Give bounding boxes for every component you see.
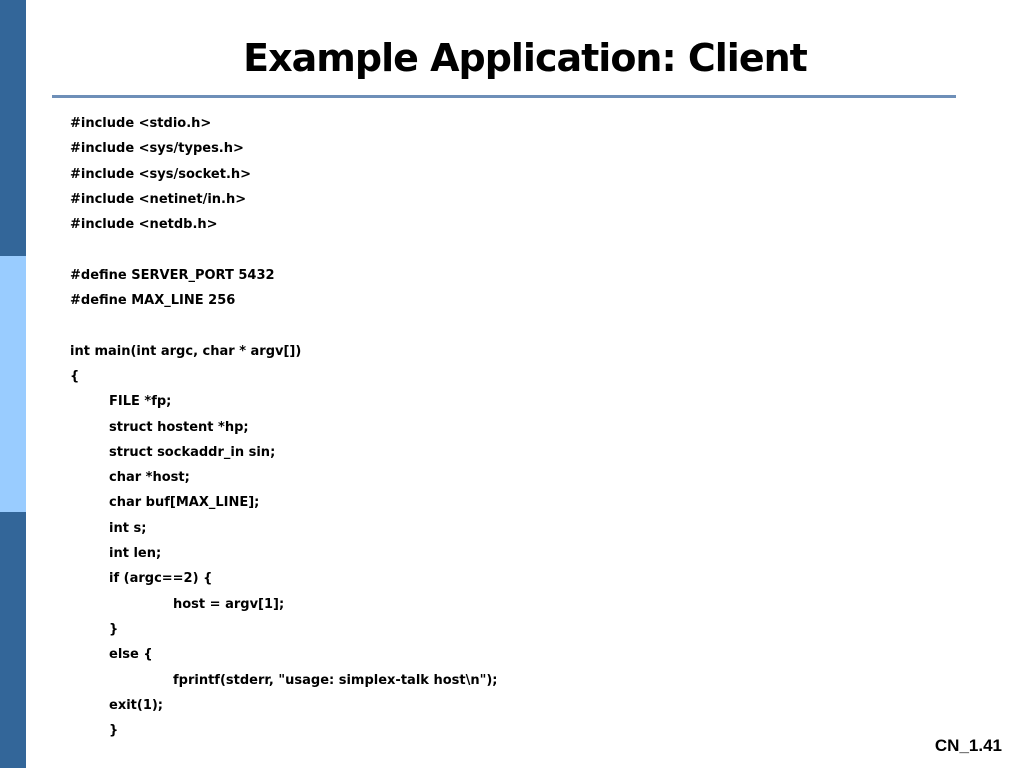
code-line: #define SERVER_PORT 5432 <box>70 267 275 283</box>
code-line: struct hostent *hp; <box>109 419 249 435</box>
code-line: struct sockaddr_in sin; <box>109 444 276 460</box>
code-line: #include <stdio.h> <box>70 116 212 131</box>
slide-title: Example Application: Client <box>243 36 808 80</box>
code-line: #include <netinet/in.h> <box>70 191 247 207</box>
code-line: #include <sys/types.h> <box>70 141 244 157</box>
code-line: else { <box>109 647 153 663</box>
code-line: char buf[MAX_LINE]; <box>109 495 260 511</box>
code-line: #include <netdb.h> <box>70 217 218 233</box>
code-line: host = argv[1]; <box>173 596 285 612</box>
slide-number: CN_1.41 <box>934 736 1002 755</box>
code-line: int s; <box>109 520 147 536</box>
code-line: if (argc==2) { <box>109 571 213 587</box>
code-line <box>70 316 498 341</box>
code-line: } <box>109 621 119 637</box>
title-divider <box>52 95 956 98</box>
code-line <box>70 240 498 265</box>
sidebar-bottom-band <box>0 512 26 768</box>
code-line: #include <sys/socket.h> <box>70 166 252 182</box>
code-listing: #include <stdio.h> #include <sys/types.h… <box>70 114 498 746</box>
code-line: exit(1); <box>109 697 163 713</box>
sidebar-middle-band <box>0 256 26 512</box>
code-line: int main(int argc, char * argv[]) <box>70 343 302 359</box>
sidebar-top-band <box>0 0 26 256</box>
code-line: FILE *fp; <box>109 394 172 410</box>
code-line: int len; <box>109 546 162 562</box>
code-line: { <box>70 368 80 384</box>
code-line: fprintf(stderr, "usage: simplex-talk hos… <box>173 672 498 688</box>
code-line: } <box>109 723 119 739</box>
code-line: #define MAX_LINE 256 <box>70 293 236 309</box>
code-line: char *host; <box>109 470 190 486</box>
